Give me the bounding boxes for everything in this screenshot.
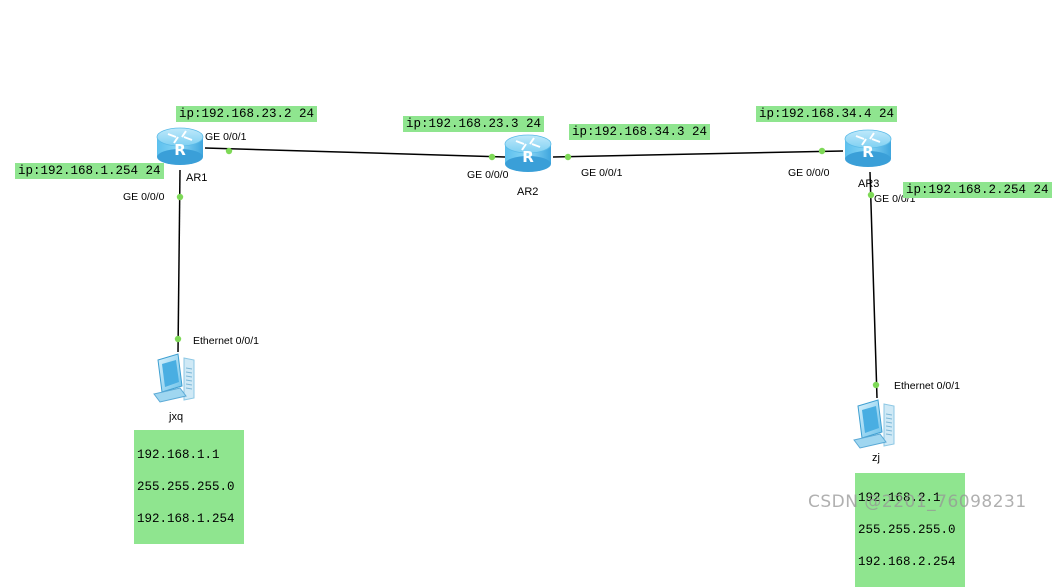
router-icon-ar3[interactable] bbox=[844, 129, 892, 168]
pc-gateway-jxq: 192.168.1.254 bbox=[137, 512, 235, 526]
device-name-ar3: AR3 bbox=[858, 178, 880, 190]
ip-label-ar2-g000: ip:192.168.23.3 24 bbox=[403, 116, 545, 132]
port-label-zj-eth: Ethernet 0/0/1 bbox=[894, 380, 960, 392]
port-dot-ar3-g001 bbox=[867, 191, 875, 199]
router-icon-ar2[interactable] bbox=[504, 134, 552, 173]
pc-icon-jxq[interactable] bbox=[153, 353, 195, 403]
device-name-ar1: AR1 bbox=[186, 172, 208, 184]
ip-label-ar1-g001: ip:192.168.23.2 24 bbox=[176, 106, 318, 122]
device-name-jxq: jxq bbox=[169, 411, 184, 423]
port-dot-zj-eth bbox=[872, 381, 880, 389]
pc-ip-zj: 192.168.2.1 bbox=[858, 491, 941, 505]
port-dot-ar2-g000 bbox=[488, 153, 496, 161]
port-dot-ar1-g001 bbox=[225, 147, 233, 155]
device-name-zj: zj bbox=[872, 452, 880, 464]
port-label-jxq-eth: Ethernet 0/0/1 bbox=[193, 335, 259, 347]
link-ar1-ar2 bbox=[204, 147, 506, 158]
pc-config-zj: 192.168.2.1 255.255.255.0 192.168.2.254 bbox=[855, 473, 965, 587]
port-label-ar1-g000: GE 0/0/0 bbox=[123, 191, 165, 203]
link-ar3-zj bbox=[869, 171, 878, 399]
watermark: CSDN @2201_76098231 bbox=[808, 492, 1027, 512]
ip-label-ar1-g000: ip:192.168.1.254 24 bbox=[15, 163, 164, 179]
port-label-ar3-g000: GE 0/0/0 bbox=[788, 167, 830, 179]
pc-ip-jxq: 192.168.1.1 bbox=[137, 448, 220, 462]
link-ar1-jxq bbox=[177, 169, 181, 353]
ip-label-ar3-g001: ip:192.168.2.254 24 bbox=[903, 182, 1052, 198]
ip-label-ar2-g001: ip:192.168.34.3 24 bbox=[569, 124, 711, 140]
port-dot-ar3-g000 bbox=[818, 147, 826, 155]
pc-mask-jxq: 255.255.255.0 bbox=[137, 480, 235, 494]
port-label-ar2-g000: GE 0/0/0 bbox=[467, 169, 509, 181]
port-dot-jxq-eth bbox=[174, 335, 182, 343]
pc-gateway-zj: 192.168.2.254 bbox=[858, 555, 956, 569]
pc-icon-zj[interactable] bbox=[853, 399, 895, 449]
device-name-ar2: AR2 bbox=[517, 186, 539, 198]
port-dot-ar1-g000 bbox=[176, 193, 184, 201]
port-label-ar1-g001: GE 0/0/1 bbox=[205, 131, 247, 143]
port-dot-ar2-g001 bbox=[564, 153, 572, 161]
pc-mask-zj: 255.255.255.0 bbox=[858, 523, 956, 537]
ip-label-ar3-g000: ip:192.168.34.4 24 bbox=[756, 106, 898, 122]
pc-config-jxq: 192.168.1.1 255.255.255.0 192.168.1.254 bbox=[134, 430, 244, 544]
router-icon-ar1[interactable] bbox=[156, 127, 204, 166]
link-ar2-ar3 bbox=[552, 150, 844, 158]
port-label-ar2-g001: GE 0/0/1 bbox=[581, 167, 623, 179]
topology-canvas: R bbox=[153, 127, 895, 449]
